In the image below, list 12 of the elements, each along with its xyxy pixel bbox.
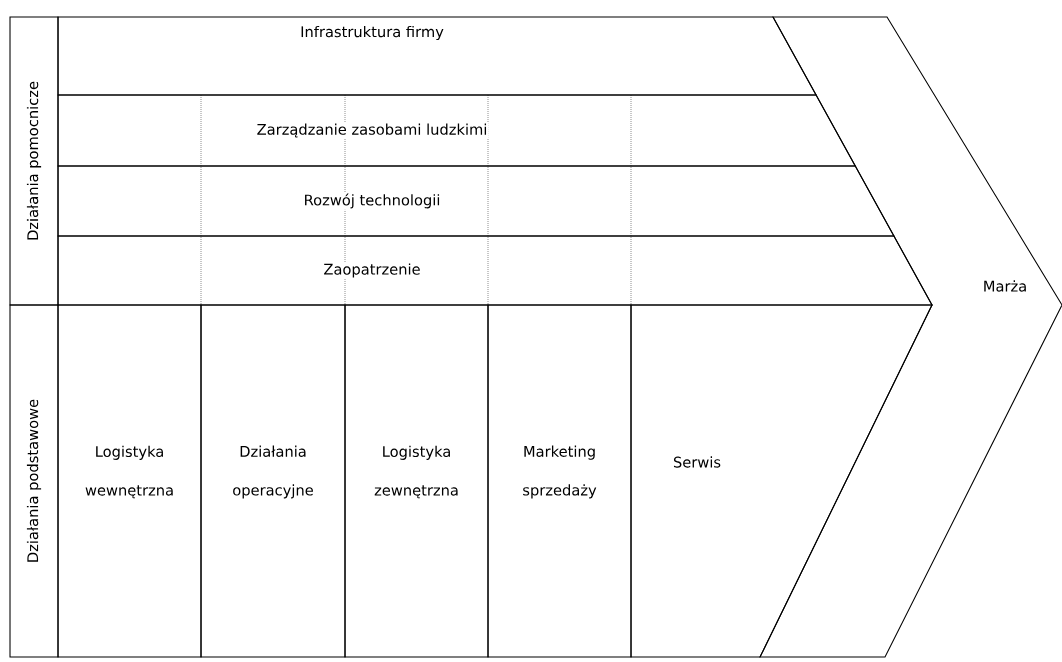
support-activity-band: Rozwój technologii [57,165,895,237]
primary-activity-column: Logistyka wewnętrzna [57,304,202,658]
support-activity-band: Zarządzanie zasobami ludzkimi [57,94,857,167]
primary-activity-column: Marketing sprzedaży [487,304,632,658]
support-activity-band: Zaopatrzenie [57,235,933,306]
primary-activity-column: Logistyka zewnętrzna [344,304,489,658]
primary-activity-column: Serwis [630,304,933,658]
support-activity-band: Infrastruktura firmy [57,16,817,96]
side-label-box: Działania podstawowe [9,304,59,658]
primary-activity-column: Działania operacyjne [200,304,346,658]
margin-chevron: Marża [759,16,1062,658]
side-label-box: Działania pomocnicze [9,16,59,306]
